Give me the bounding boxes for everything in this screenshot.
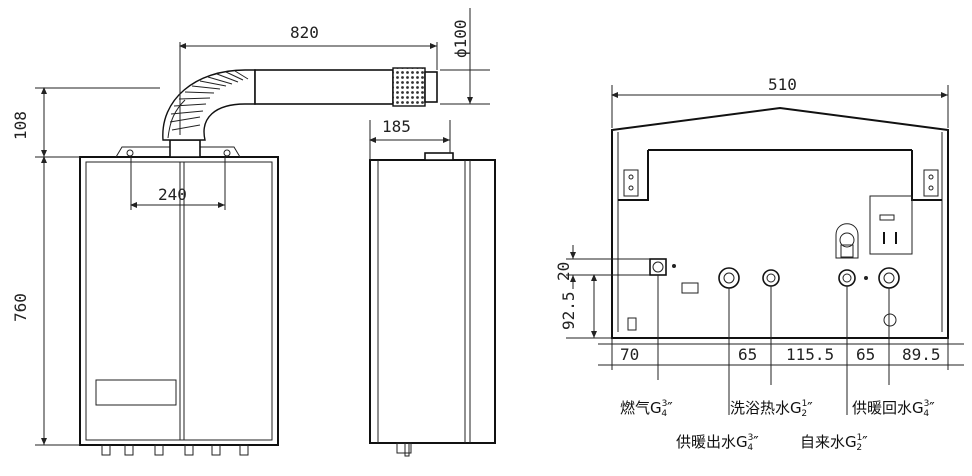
flue-elbow	[162, 69, 256, 141]
display-window	[95, 379, 177, 406]
front-panel	[85, 161, 273, 441]
dim-spacing-2: 65	[738, 345, 757, 364]
heating-out-fitting	[718, 267, 740, 289]
pump-unit	[835, 223, 859, 259]
dim-flue-diameter: ϕ100	[451, 19, 470, 58]
flue-pipe	[254, 69, 394, 105]
heating-return-fitting	[878, 267, 900, 289]
bottom-outline	[611, 106, 949, 339]
flue-terminal	[392, 67, 426, 107]
flue-collar	[169, 139, 201, 158]
dim-spacing-3: 115.5	[786, 345, 834, 364]
dim-spacing-1: 70	[620, 345, 639, 364]
valve-box	[869, 195, 913, 255]
dim-flue-length: 820	[290, 23, 319, 42]
side-body	[369, 159, 496, 444]
dim-gas-offset: 20	[554, 262, 573, 281]
dim-flue-height: 108	[11, 111, 30, 140]
hot-water-fitting	[762, 269, 780, 287]
dim-side-depth: 185	[382, 117, 411, 136]
front-view	[79, 67, 438, 456]
cold-water-fitting	[838, 269, 868, 287]
bottom-view	[611, 106, 949, 339]
front-pipes	[101, 444, 249, 456]
dim-flue-spacing: 240	[158, 185, 187, 204]
bottom-dimensions: 510 20 92.5 70 65 115.5 65 89.5	[554, 75, 964, 415]
dim-bottom-depth: 92.5	[559, 291, 578, 330]
side-view: 185	[369, 117, 496, 457]
front-dimensions: 820 ϕ100 108 760 240	[11, 8, 490, 446]
dim-spacing-5: 89.5	[902, 345, 941, 364]
side-flue-collar	[424, 152, 454, 161]
gas-fitting	[649, 258, 676, 276]
dim-bottom-width: 510	[768, 75, 797, 94]
dim-spacing-4: 65	[856, 345, 875, 364]
dim-body-height: 760	[11, 293, 30, 322]
